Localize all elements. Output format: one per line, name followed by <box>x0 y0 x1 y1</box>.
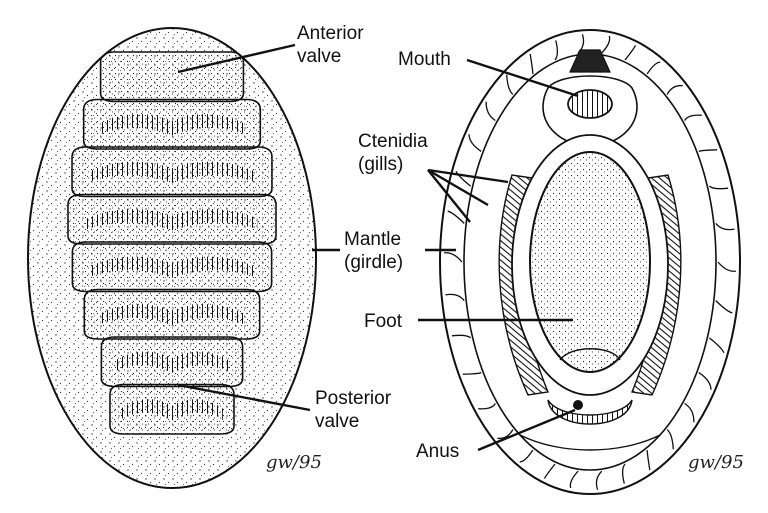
mantle-fold <box>595 470 603 490</box>
label-ctenidia-line1: Ctenidia <box>358 131 428 152</box>
mantle-fold <box>624 45 637 61</box>
leader-anterior-valve <box>177 43 296 74</box>
mantle-fold <box>478 403 496 410</box>
mantle-fold <box>601 35 611 54</box>
foot-sole <box>529 151 651 373</box>
mantle-fold <box>497 429 514 440</box>
valve-sculpture-2 <box>99 114 245 136</box>
valve-sculpture-5 <box>90 256 254 278</box>
mantle-fold <box>698 372 712 390</box>
leader-posterior-valve <box>177 383 311 412</box>
mantle-fold <box>708 337 725 354</box>
leader-lines <box>177 43 579 452</box>
ventral-view <box>439 29 741 495</box>
leader-mouth <box>466 58 579 98</box>
mantle-fold <box>529 53 534 75</box>
valve-sculpture-3 <box>90 161 254 183</box>
leader-anus <box>477 408 576 452</box>
signature-right: gw/95 <box>688 452 744 473</box>
leader-ctenidia-2 <box>427 168 489 207</box>
label-foot: Foot <box>364 311 403 332</box>
mantle-fold <box>684 402 695 423</box>
mantle-fold <box>447 210 465 224</box>
valve-sculpture-7 <box>114 351 230 373</box>
mantle-fold <box>715 300 733 314</box>
leader-ctenidia-1 <box>427 168 509 184</box>
label-anterior-valve-line2: valve <box>297 46 342 67</box>
label-anus: Anus <box>416 441 460 462</box>
valve-sculpture-8 <box>121 399 223 421</box>
valve-plate-1 <box>99 51 245 103</box>
mantle-folds <box>443 34 737 490</box>
label-posterior-valve: Posterior valve <box>315 387 391 433</box>
mantle-fold <box>684 114 702 121</box>
mantle-fold <box>717 261 737 272</box>
foot-posterior-fold <box>559 348 621 361</box>
mantle-fold <box>543 463 556 479</box>
mantle-fold <box>485 101 496 122</box>
mantle-fold <box>443 252 463 263</box>
label-mantle-line2: (girdle) <box>344 252 404 273</box>
label-anterior-valve-line1: Anterior <box>297 23 364 44</box>
mantle-fold <box>468 134 482 152</box>
mantle-fold <box>455 170 472 187</box>
valve-stack <box>67 51 277 435</box>
mantle-fold <box>666 84 683 95</box>
label-ctenidia: Ctenidia (gills) <box>358 130 428 176</box>
snout <box>569 49 611 73</box>
mantle-fold <box>569 470 579 489</box>
label-mantle-line1: Mantle <box>344 229 402 250</box>
mantle-fold <box>708 185 729 190</box>
mantle-fold <box>506 74 514 95</box>
label-mouth: Mouth <box>398 49 451 70</box>
mantle-fold <box>462 371 482 375</box>
mantle-fold <box>554 40 559 61</box>
signature-left: gw/95 <box>266 452 322 473</box>
mantle-fold <box>646 449 651 471</box>
mantle-fold <box>666 429 674 450</box>
anus-opening <box>573 400 583 410</box>
label-ctenidia-line2: (gills) <box>358 154 404 175</box>
label-posterior-valve-line2: valve <box>315 411 360 432</box>
label-anterior-valve: Anterior valve <box>297 22 364 68</box>
dorsal-view <box>27 27 317 489</box>
mantle-fold <box>698 149 718 153</box>
label-mantle: Mantle (girdle) <box>344 228 403 274</box>
mantle-fold <box>445 293 465 302</box>
mantle-fold <box>451 334 472 339</box>
label-posterior-valve-line1: Posterior <box>315 388 392 409</box>
valve-sculpture-6 <box>100 304 244 326</box>
posterior-fringe <box>519 434 661 451</box>
mantle-fold <box>715 222 735 231</box>
mantle-fold <box>621 463 626 484</box>
valve-sculpture-4 <box>86 209 258 231</box>
head-region <box>542 75 638 149</box>
leader-ctenidia-3 <box>427 169 471 223</box>
mouth-opening <box>567 89 613 119</box>
mantle-fold <box>519 449 534 463</box>
mantle-fold <box>646 61 661 75</box>
